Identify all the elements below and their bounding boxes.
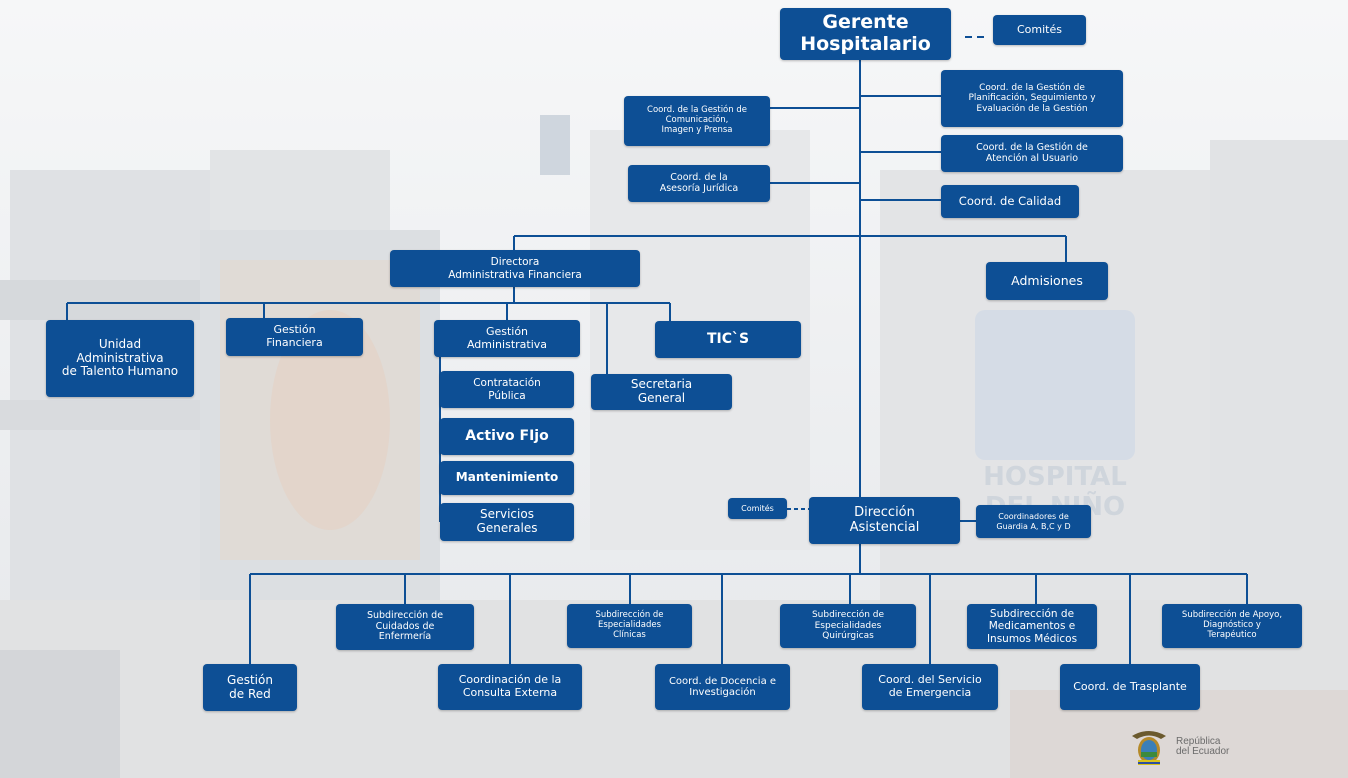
activo-fijo-box: Activo FIjo <box>440 418 574 455</box>
comites-asistencial-box: Comités <box>728 498 787 519</box>
coord-atencion-usuario-box: Coord. de la Gestión de Atención al Usua… <box>941 135 1123 172</box>
gerente-hospitalario-box: Gerente Hospitalario <box>780 8 951 60</box>
mantenimiento-box: Mantenimiento <box>440 461 574 495</box>
coord-planificacion-box: Coord. de la Gestión de Planificación, S… <box>941 70 1123 127</box>
coord-asesoria-juridica-box: Coord. de la Asesoría Jurídica <box>628 165 770 202</box>
gestion-administrativa-box: Gestión Administrativa <box>434 320 580 357</box>
coord-trasplante-box: Coord. de Trasplante <box>1060 664 1200 710</box>
servicios-generales-box: Servicios Generales <box>440 503 574 541</box>
ecuador-coat-of-arms-icon <box>1132 731 1166 765</box>
direccion-asistencial-box: Dirección Asistencial <box>809 497 960 544</box>
coord-comunicacion-box: Coord. de la Gestión de Comunicación, Im… <box>624 96 770 146</box>
talento-humano-box: Unidad Administrativa de Talento Humano <box>46 320 194 397</box>
coordinadores-guardia-box: Coordinadores de Guardia A, B,C y D <box>976 505 1091 538</box>
republica-ecuador-logo: República del Ecuador <box>1128 725 1248 769</box>
directora-administrativa-box: Directora Administrativa Financiera <box>390 250 640 287</box>
subdireccion-apoyo-box: Subdirección de Apoyo, Diagnóstico y Ter… <box>1162 604 1302 648</box>
tics-box: TIC`S <box>655 321 801 358</box>
subdireccion-medicamentos-box: Subdirección de Medicamentos e Insumos M… <box>967 604 1097 649</box>
coord-docencia-box: Coord. de Docencia e Investigación <box>655 664 790 710</box>
coord-calidad-box: Coord. de Calidad <box>941 185 1079 218</box>
contratacion-publica-box: Contratación Pública <box>440 371 574 408</box>
logo-text: República del Ecuador <box>1176 735 1230 757</box>
comites-top-box: Comités <box>993 15 1086 45</box>
subdireccion-quirurgicas-box: Subdirección de Especialidades Quirúrgic… <box>780 604 916 648</box>
admisiones-box: Admisiones <box>986 262 1108 300</box>
coord-emergencia-box: Coord. del Servicio de Emergencia <box>862 664 998 710</box>
subdireccion-clinicas-box: Subdirección de Especialidades Clínicas <box>567 604 692 648</box>
gestion-red-box: Gestión de Red <box>203 664 297 711</box>
gestion-financiera-box: Gestión Financiera <box>226 318 363 356</box>
consulta-externa-box: Coordinación de la Consulta Externa <box>438 664 582 710</box>
subdireccion-enfermeria-box: Subdirección de Cuidados de Enfermería <box>336 604 474 650</box>
secretaria-general-box: Secretaria General <box>591 374 732 410</box>
